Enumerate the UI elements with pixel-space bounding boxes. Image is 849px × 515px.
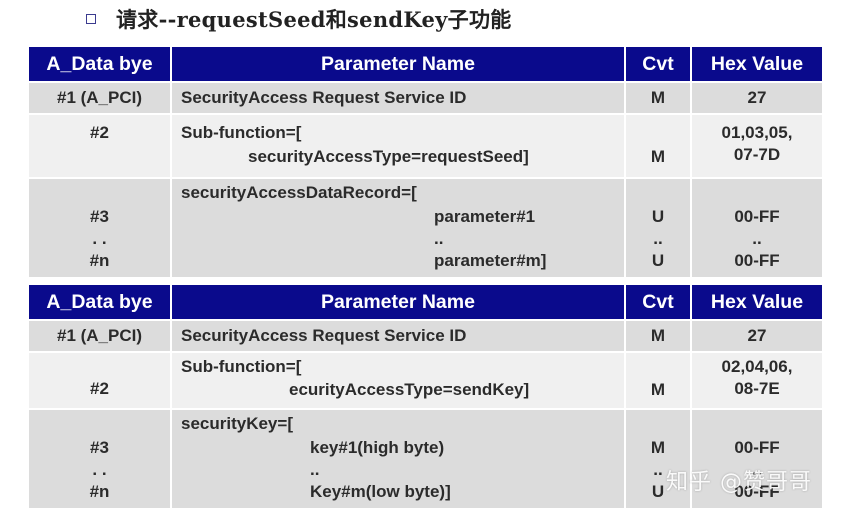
cvt-text: M [650, 380, 666, 399]
send-key-table: A_Data bye Parameter Name Cvt Hex Value … [27, 283, 824, 510]
request-seed-table: A_Data bye Parameter Name Cvt Hex Value … [27, 45, 824, 279]
hex-line: 00-FF [734, 482, 780, 501]
hex-line: 00-FF [734, 207, 780, 226]
parameter-line: securityKey=[ [181, 414, 293, 433]
hex-line: .. [752, 229, 762, 248]
table-header-row: A_Data bye Parameter Name Cvt Hex Value [27, 45, 824, 83]
cvt-cell: M [624, 113, 692, 179]
byte-text: #2 [90, 379, 109, 398]
hex-cell: 00-FF .. 00-FF [690, 408, 824, 510]
byte-cell: #2 [27, 351, 172, 410]
watermark-text: 知乎 @赞哥哥 [666, 470, 812, 495]
cvt-cell: M [624, 351, 692, 410]
heading-text: 请求--requestSeed和sendKey子功能 [116, 7, 512, 32]
parameter-line: .. [310, 460, 320, 479]
header-cell-parameter: Parameter Name [170, 45, 626, 83]
byte-cell: #3 . . #n [27, 408, 172, 510]
header-cell-byte: A_Data bye [27, 283, 172, 321]
table-row: #2 Sub-function=[ ecurityAccessType=send… [27, 351, 824, 410]
cvt-line: .. [653, 229, 663, 248]
parameter-cell: Sub-function=[ ecurityAccessType=sendKey… [170, 351, 626, 410]
hex-line: 08-7E [734, 379, 780, 398]
parameter-line: key#1(high byte) [310, 438, 445, 457]
hex-line: 07-7D [733, 145, 781, 164]
parameter-cell: SecurityAccess Request Service ID [170, 81, 626, 115]
hex-line: 01,03,05, [721, 123, 793, 142]
byte-line: #3 [90, 438, 109, 457]
parameter-line: securityAccessType=requestSeed] [248, 147, 529, 166]
cvt-cell: M [624, 319, 692, 353]
parameter-cell: securityAccessDataRecord=[ parameter#1 .… [170, 177, 626, 279]
hex-cell: 02,04,06, 08-7E [690, 351, 824, 410]
byte-line: #n [89, 482, 110, 501]
hex-cell: 01,03,05, 07-7D [690, 113, 824, 179]
byte-cell: #1 (A_PCI) [27, 319, 172, 353]
table-row: #3 . . #n securityAccessDataRecord=[ par… [27, 177, 824, 279]
header-cell-hex: Hex Value [690, 45, 824, 83]
cvt-text: M [650, 147, 666, 166]
cvt-cell: U .. U [624, 177, 692, 279]
cvt-line: .. [653, 460, 663, 479]
cvt-cell: M [624, 81, 692, 115]
table-header-row: A_Data bye Parameter Name Cvt Hex Value [27, 283, 824, 321]
table-row: #2 Sub-function=[ securityAccessType=req… [27, 113, 824, 179]
header-cell-cvt: Cvt [624, 45, 692, 83]
header-cell-parameter: Parameter Name [170, 283, 626, 321]
byte-cell: #2 [27, 113, 172, 179]
hex-line: 00-FF [734, 251, 780, 270]
parameter-cell: SecurityAccess Request Service ID [170, 319, 626, 353]
hex-line: .. [752, 460, 762, 479]
square-bullet-icon [86, 14, 96, 24]
parameter-cell: Sub-function=[ securityAccessType=reques… [170, 113, 626, 179]
cvt-cell: M .. U [624, 408, 692, 510]
byte-cell: #1 (A_PCI) [27, 81, 172, 115]
hex-cell: 27 [690, 81, 824, 115]
byte-cell: #3 . . #n [27, 177, 172, 279]
cvt-line: U [651, 251, 665, 270]
hex-line: 00-FF [734, 438, 780, 457]
table-row: #1 (A_PCI) SecurityAccess Request Servic… [27, 81, 824, 115]
parameter-line: Sub-function=[ [181, 123, 302, 142]
cvt-line: U [651, 207, 665, 226]
byte-line: . . [92, 460, 107, 479]
header-cell-hex: Hex Value [690, 283, 824, 321]
parameter-line: parameter#m] [434, 251, 547, 270]
byte-line: #3 [90, 207, 109, 226]
parameter-line: securityAccessDataRecord=[ [181, 183, 417, 202]
header-cell-byte: A_Data bye [27, 45, 172, 83]
cvt-line: U [651, 482, 665, 501]
table-row: #1 (A_PCI) SecurityAccess Request Servic… [27, 319, 824, 353]
byte-line: #n [89, 251, 110, 270]
byte-text: #2 [90, 123, 109, 142]
byte-line: . . [92, 229, 107, 248]
hex-cell: 00-FF .. 00-FF [690, 177, 824, 279]
table-row: #3 . . #n securityKey=[ key#1(high byte)… [27, 408, 824, 510]
parameter-line: Key#m(low byte)] [310, 482, 451, 501]
hex-line: 02,04,06, [721, 357, 793, 376]
page-heading: 请求--requestSeed和sendKey子功能 [86, 4, 512, 34]
parameter-line: parameter#1 [434, 207, 536, 226]
parameter-line: .. [434, 229, 444, 248]
cvt-line: M [650, 438, 666, 457]
parameter-cell: securityKey=[ key#1(high byte) .. Key#m(… [170, 408, 626, 510]
parameter-line: ecurityAccessType=sendKey] [289, 380, 530, 399]
header-cell-cvt: Cvt [624, 283, 692, 321]
hex-cell: 27 [690, 319, 824, 353]
parameter-line: Sub-function=[ [181, 357, 302, 376]
